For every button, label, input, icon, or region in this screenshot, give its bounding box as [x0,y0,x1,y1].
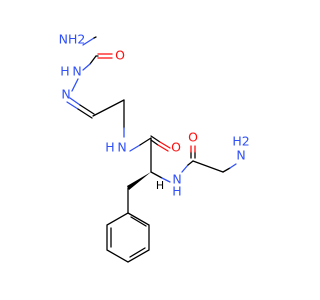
bond-urea-c-nh2-black [93,36,97,39]
molecule-structure-diagram: NH2 O N H N N H O N H O N H2 H [59,32,250,263]
bond-ch-ch2 [92,99,125,117]
bond-imine-black-2 [79,104,95,115]
atom-h2-amine: H2 [232,134,249,149]
atom-n-amide2: N [172,172,181,187]
bond-amide1-co-1 [150,135,161,143]
atom-n-imine: N [61,87,70,102]
benzene-double-2 [129,247,146,258]
bond-urea-c-nh-blue [82,63,91,71]
bond-amide1-co-2 [150,139,159,146]
bond-n-n [71,78,79,92]
bond-n-carbonyl-black [139,137,152,146]
atom-h-amide1: H [105,140,114,155]
bond-imine-2 [69,97,81,106]
atom-n-hydrazide: N [72,64,81,79]
atom-labels: NH2 O N H N N H O N H O N H2 H [59,32,250,199]
bond-ch2-nh2-blue [229,163,237,169]
atom-h-stereo: H [156,179,164,192]
bond-imine-black-1 [77,108,93,119]
bond-n2-carbonyl-black [187,160,194,166]
bond-urea-c-nh [89,55,97,65]
atom-nh2-top: NH2 [59,32,86,47]
bond-n2-carbonyl [181,164,189,173]
benzene-double-1 [130,216,147,227]
atom-n-amine: N [236,148,245,163]
bond-urea-c-nh2 [82,37,95,46]
atom-h-hydrazide: H [60,64,69,79]
atom-n-amide1: N [117,140,126,155]
atom-o-top: O [115,48,125,63]
bond-amide1-co-red-2 [157,144,169,152]
bond-ch2-nh2 [222,167,231,173]
bond-amide1-co-red-1 [159,141,171,149]
bond-carbonyl2-ch2 [192,160,224,173]
bond-n-carbonyl [129,144,141,152]
bond-alpha-n2 [150,171,163,179]
atom-o-amide2: O [188,130,198,145]
bond-stereo-wedge [127,172,151,190]
benzene-ring [106,212,150,263]
bond-imine-1 [66,101,79,110]
atom-h-amide2: H [172,184,181,199]
atom-o-amide1: O [171,140,181,155]
bonds [66,36,237,263]
bond-alpha-n2-blue [161,177,171,183]
